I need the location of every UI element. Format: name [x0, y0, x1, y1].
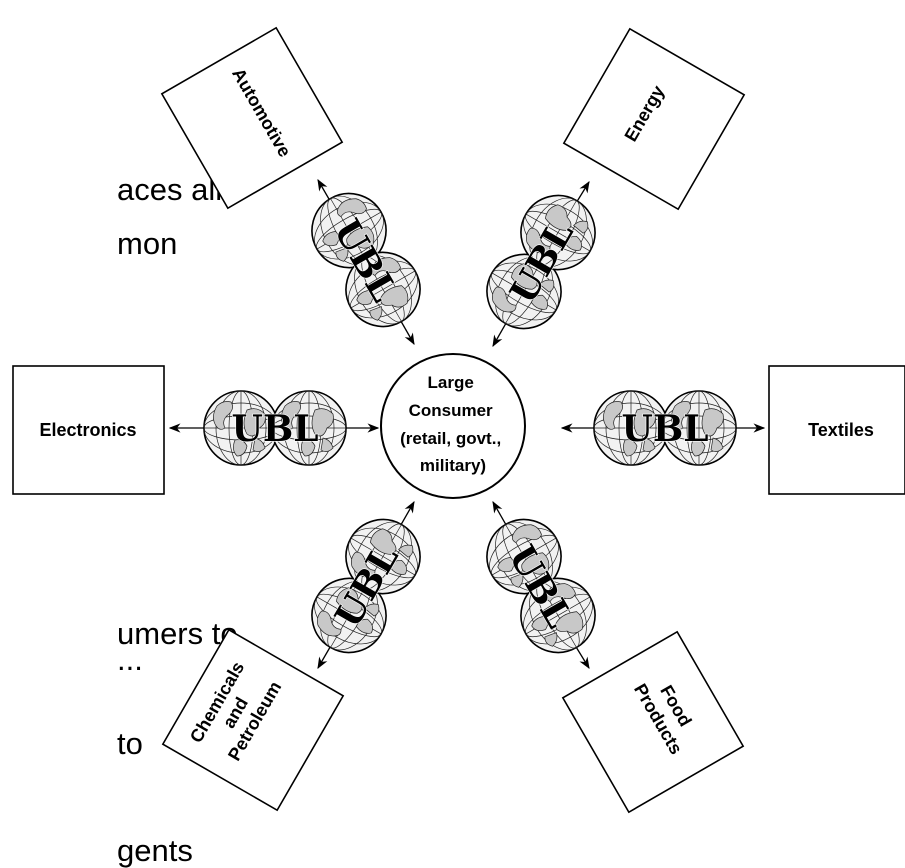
- sector-label-textiles: Textiles: [808, 420, 874, 440]
- sector-box-food-products: Food Products: [561, 630, 745, 814]
- slide-text-line-5: to: [117, 726, 143, 761]
- sector-box-energy: Energy: [562, 27, 746, 211]
- ubl-link-energy: UBL: [473, 182, 608, 342]
- central-consumer-circle: [380, 353, 526, 499]
- ubl-label-textiles: UBL: [621, 408, 708, 450]
- center-label-line-2: Consumer: [409, 401, 493, 420]
- ubl-link-textiles: UBL: [594, 391, 736, 465]
- slide-text-line-1: aces all: [117, 172, 223, 207]
- ubl-link-electronics: UBL: [204, 391, 346, 465]
- ubl-link-chemicals: UBL: [298, 506, 433, 666]
- center-label-line-4: military): [420, 456, 486, 475]
- sector-box-chemicals-petroleum: Chemicals and Petroleum: [161, 628, 345, 812]
- sector-label-electronics: Electronics: [39, 420, 136, 440]
- sector-box-automotive: Automotive: [160, 26, 344, 210]
- center-label-line-1: Large: [427, 373, 473, 392]
- sector-box-electronics: Electronics: [12, 365, 165, 495]
- slide-text-line-3: umers to: [117, 616, 238, 651]
- ubl-link-food: UBL: [473, 506, 608, 666]
- ubl-label-electronics: UBL: [231, 408, 318, 450]
- slide-text-line-2: mon: [117, 226, 178, 261]
- ubl-link-automotive: UBL: [298, 180, 433, 340]
- sector-box-textiles: Textiles: [768, 365, 905, 495]
- center-label: Large Consumer (retail, govt., military): [400, 373, 506, 475]
- slide-text-line-4: ...: [117, 642, 143, 677]
- center-label-line-3: (retail, govt.,: [400, 429, 501, 448]
